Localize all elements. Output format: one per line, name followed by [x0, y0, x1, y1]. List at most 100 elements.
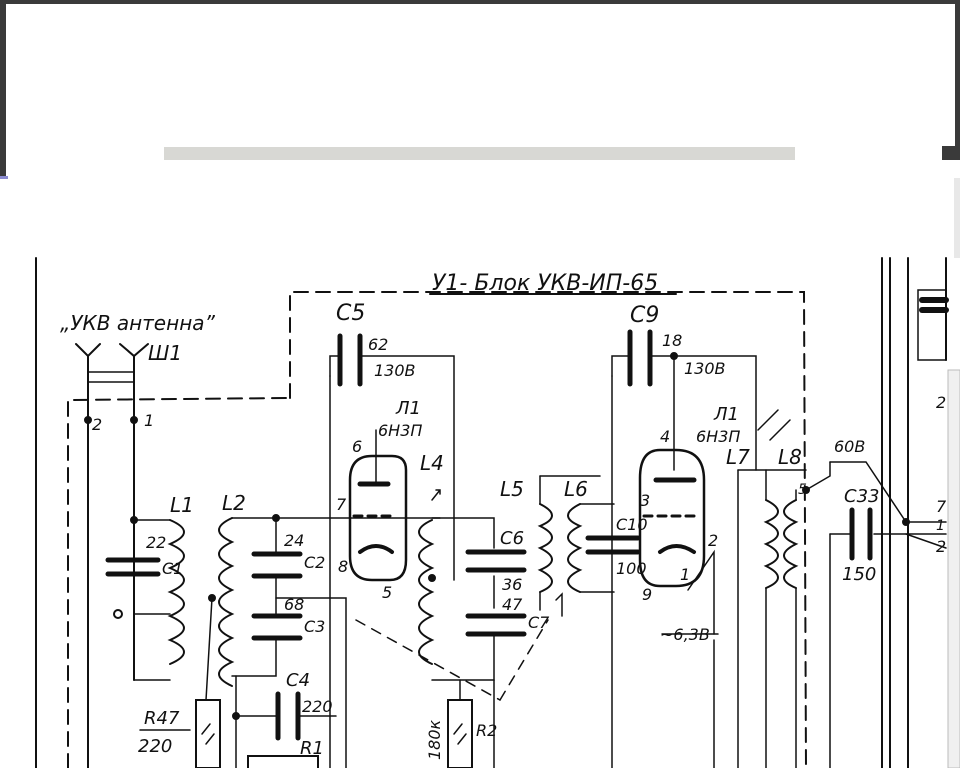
window-frame-left [0, 0, 6, 178]
voltage-v2: 130В [684, 359, 726, 378]
c2-value: 24 [284, 531, 304, 550]
voltage-v4: ~6,3В [660, 625, 710, 644]
right-box [917, 289, 947, 361]
connector-label: Ш1 [148, 341, 182, 365]
node-dot [902, 518, 910, 526]
c9-wiring [611, 355, 757, 471]
tube-right-pin-1: 1 [680, 565, 690, 584]
inductor-l4 [418, 519, 435, 665]
c10-name: C10 [616, 515, 648, 534]
tube-right-pin-9: 9 [642, 585, 652, 604]
c33-value: 150 [842, 564, 876, 585]
c1-name: C1 [162, 559, 183, 578]
node-dot [272, 514, 280, 522]
tube-left-cathode [358, 544, 394, 554]
tube-right-cathode [658, 544, 696, 554]
window-edge-marker [0, 176, 8, 179]
l4-tuning-arrow [431, 489, 441, 501]
coupling-dash-1 [355, 619, 501, 701]
tube-left-type: 6Н3П [378, 421, 422, 440]
right-pin-b: 7 [936, 497, 947, 516]
antenna-symbol-1 [75, 343, 101, 768]
l1-wiring [133, 519, 171, 681]
wire [205, 597, 213, 701]
resistor-r47 [195, 699, 221, 768]
c5-wiring [329, 355, 455, 581]
c7-trim-arrow [555, 592, 563, 617]
coil-arrows [757, 409, 791, 441]
voltage-v3: 60В [834, 437, 865, 456]
r2-value: 180к [425, 719, 444, 760]
l7-l8-leads [765, 469, 797, 768]
block-border-top [289, 291, 807, 768]
inductor-l7 [763, 499, 779, 589]
node-dot [232, 712, 240, 720]
tube-right-type: 6Н3П [696, 427, 740, 446]
c6-name: C6 [500, 528, 524, 549]
l4-wiring [431, 517, 495, 681]
tube-right-envelope [638, 448, 706, 588]
c9-value: 18 [662, 331, 682, 350]
label-l2: L2 [222, 491, 246, 515]
block-border-left [67, 397, 291, 768]
resistor-r1 [247, 755, 319, 768]
antenna-symbol-2 [119, 343, 149, 681]
tube-right-pin-4: 4 [660, 427, 670, 446]
scroll-bar-track[interactable] [164, 147, 795, 160]
inductor-l1 [167, 519, 185, 665]
r47-value: 220 [138, 736, 172, 757]
c6-value: 36 [502, 575, 522, 594]
antenna-label: „УКВ антенна” [60, 311, 216, 335]
wire [905, 533, 947, 549]
l2-wiring [231, 517, 441, 677]
wire [805, 461, 831, 491]
r2-name: R2 [476, 721, 497, 740]
tube-left-pin-6: 6 [352, 437, 362, 456]
node-dot [428, 574, 436, 582]
right-pin-c: 1 [936, 518, 945, 534]
voltage-v1: 130В [374, 361, 416, 380]
r1-name: R1 [300, 738, 324, 759]
pin-label-2: 2 [92, 415, 102, 434]
inductor-l2 [218, 517, 235, 687]
right-pin-a: 2 [936, 393, 946, 412]
inductor-l8 [783, 499, 799, 589]
label-l1: L1 [170, 493, 194, 517]
resistor-r2 [447, 699, 473, 768]
tube-left-name: Л1 [395, 398, 421, 419]
label-l5: L5 [500, 477, 524, 501]
wire [275, 597, 347, 768]
c5-value: 62 [368, 335, 388, 354]
l6-leads [579, 503, 615, 593]
window-frame-top [0, 0, 960, 4]
inductor-l6 [567, 503, 583, 593]
c33-name: C33 [844, 486, 879, 507]
c4-name: C4 [286, 670, 310, 691]
window-frame-corner [942, 146, 960, 160]
label-l4: L4 [420, 451, 444, 475]
window-frame-right-lower [954, 178, 960, 258]
r47-name: R47 [144, 708, 180, 729]
window-frame-right [955, 0, 960, 150]
tube-left-pin-8: 8 [338, 557, 348, 576]
label-l8: L8 [778, 445, 802, 469]
scrollbar-right[interactable] [947, 369, 960, 768]
label-l7: L7 [726, 445, 750, 469]
node-dot [130, 516, 138, 524]
wire [713, 469, 739, 768]
c4-value: 220 [302, 697, 333, 716]
wire-60v [829, 461, 947, 523]
c7-value: 47 [502, 595, 523, 614]
wire [687, 549, 715, 635]
tube-left-envelope [348, 454, 408, 582]
tube-right-pin-2: 2 [708, 531, 718, 550]
r47-mark [201, 723, 215, 745]
c3-value: 68 [284, 595, 304, 614]
right-pin-d: 2 [936, 537, 946, 556]
tube-right-name: Л1 [713, 404, 739, 425]
block-title: У1- Блок УКВ-ИП-65 [432, 271, 658, 296]
pin-label-1: 1 [144, 411, 154, 430]
c5-name: C5 [336, 301, 365, 326]
coupling-dash-2 [499, 619, 549, 701]
